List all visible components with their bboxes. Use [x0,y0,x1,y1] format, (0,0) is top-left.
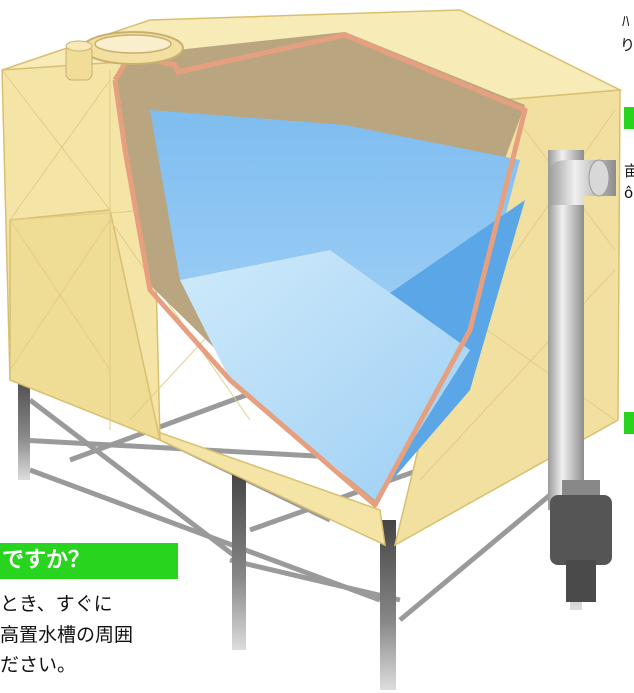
right-green-bar-2 [624,412,634,434]
outlet-pipe [548,150,616,602]
answer-line-3: ださい。 [0,654,77,676]
question-heading: ですか？ [0,543,178,579]
right-text-fragment-3: 亩 [624,162,634,180]
right-text-fragment-2: り [620,36,634,54]
manhole-cover [82,31,184,65]
right-text-fragment-4: ô [624,184,634,202]
answer-line-2: 高置水槽の周囲 [0,624,134,646]
right-green-bar-1 [624,107,634,129]
vent-cap [65,40,93,81]
right-text-fragment-1: ﾊ [622,12,630,30]
answer-line-1: とき、すぐに [0,593,113,615]
tank-cutaway [112,32,528,508]
